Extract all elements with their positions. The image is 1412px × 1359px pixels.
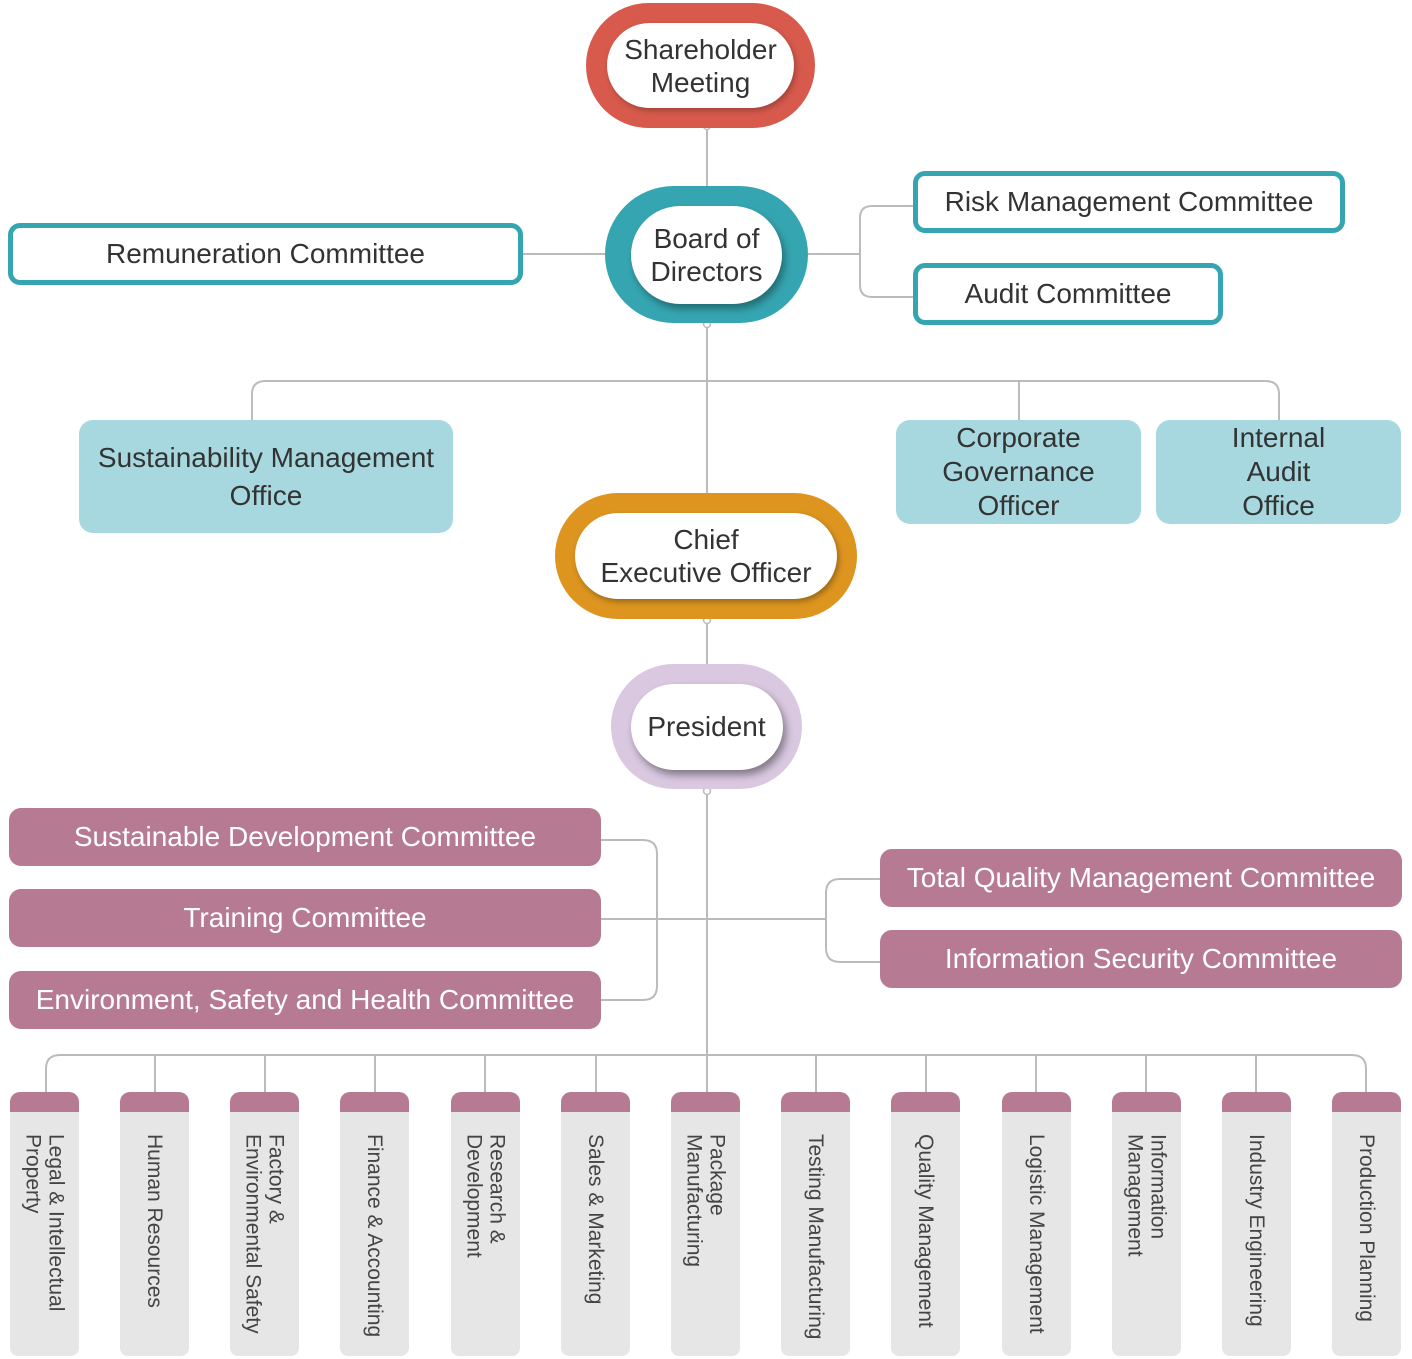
department-information-management: Information Management (1112, 1092, 1181, 1356)
department-body (1332, 1112, 1401, 1356)
department-legal-ip: Legal & Intellectual Property (10, 1092, 79, 1356)
internal-audit-office-node: Internal Audit Office (1156, 420, 1401, 524)
department-label: Quality Management (914, 1134, 937, 1328)
department-body (230, 1112, 299, 1356)
department-body (891, 1112, 960, 1356)
department-label: Legal & Intellectual Property (21, 1134, 68, 1312)
department-industry-engineering: Industry Engineering (1222, 1092, 1291, 1356)
department-label: Information Management (1123, 1134, 1170, 1257)
department-body (561, 1112, 630, 1356)
department-finance-accounting: Finance & Accounting (340, 1092, 409, 1356)
shareholder-meeting-label: Shareholder Meeting (607, 23, 794, 108)
department-body (671, 1112, 740, 1356)
sustainability-management-office-node: Sustainability Management Office (79, 420, 453, 533)
department-label: Production Planning (1355, 1134, 1378, 1322)
department-label: Logistic Management (1025, 1134, 1048, 1334)
remuneration-committee-node: Remuneration Committee (8, 223, 523, 285)
department-label: Testing Manufacturing (804, 1134, 827, 1340)
information-security-committee-node: Information Security Committee (880, 930, 1402, 988)
department-package-manufacturing: Package Manufacturing (671, 1092, 740, 1356)
department-human-resources: Human Resources (120, 1092, 189, 1356)
department-body (1222, 1112, 1291, 1356)
risk-management-committee-node: Risk Management Committee (913, 171, 1345, 233)
board-of-directors-label: Board of Directors (631, 205, 782, 304)
sustainable-development-committee-node: Sustainable Development Committee (9, 808, 601, 866)
department-body (340, 1112, 409, 1356)
department-body (120, 1112, 189, 1356)
chief-executive-officer-node: Chief Executive Officer (555, 493, 857, 619)
president-node: President (611, 664, 802, 789)
department-quality-management: Quality Management (891, 1092, 960, 1356)
department-body (1112, 1112, 1181, 1356)
department-body (10, 1112, 79, 1356)
training-committee-node: Training Committee (9, 889, 601, 947)
corporate-governance-officer-node: Corporate Governance Officer (896, 420, 1141, 524)
department-body (781, 1112, 850, 1356)
total-quality-management-committee-node: Total Quality Management Committee (880, 849, 1402, 907)
department-testing-manufacturing: Testing Manufacturing (781, 1092, 850, 1356)
department-factory-environmental-safety: Factory & Environmental Safety (230, 1092, 299, 1356)
department-logistic-management: Logistic Management (1002, 1092, 1071, 1356)
department-body (1002, 1112, 1071, 1356)
department-label: Human Resources (143, 1134, 166, 1308)
department-label: Sales & Marketing (584, 1134, 607, 1305)
department-label: Industry Engineering (1245, 1134, 1268, 1327)
department-body (451, 1112, 520, 1356)
department-label: Finance & Accounting (363, 1134, 386, 1338)
department-label: Package Manufacturing (682, 1134, 729, 1268)
president-label: President (630, 683, 783, 770)
department-label: Factory & Environmental Safety (241, 1134, 288, 1334)
chief-executive-officer-label: Chief Executive Officer (575, 513, 837, 599)
department-label: Research & Development (462, 1134, 509, 1258)
environment-safety-health-committee-node: Environment, Safety and Health Committee (9, 971, 601, 1029)
board-of-directors-node: Board of Directors (605, 186, 808, 323)
department-sales-marketing: Sales & Marketing (561, 1092, 630, 1356)
audit-committee-node: Audit Committee (913, 263, 1223, 325)
department-research-development: Research & Development (451, 1092, 520, 1356)
shareholder-meeting-node: Shareholder Meeting (586, 3, 815, 128)
department-production-planning: Production Planning (1332, 1092, 1401, 1356)
